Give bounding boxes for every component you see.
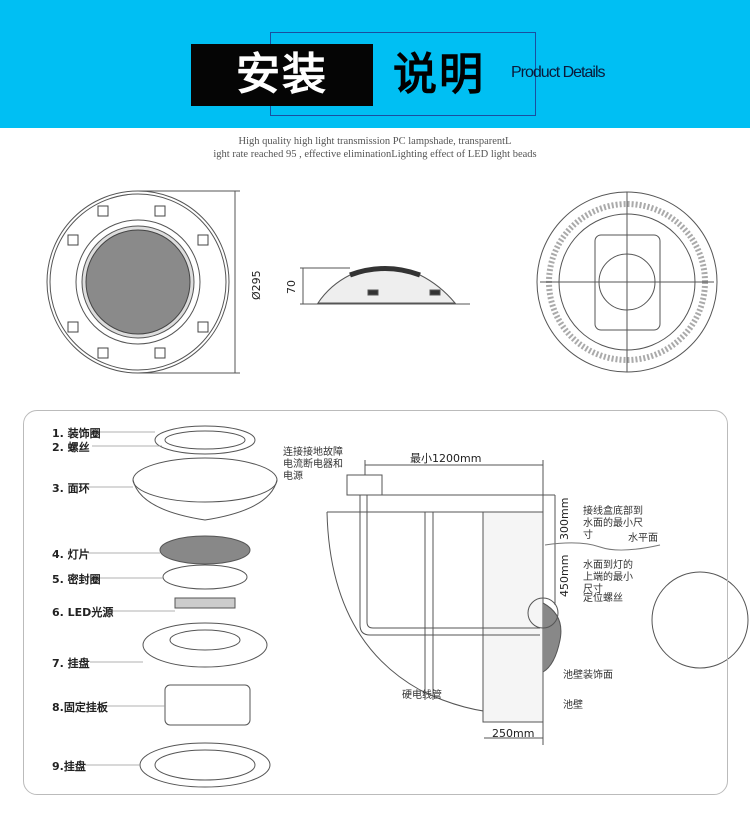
screw-label: 定位螺丝 xyxy=(583,593,623,604)
part-label-3: 3. 面环 xyxy=(52,482,90,495)
part-label-1: 1. 装饰圈 xyxy=(52,427,101,440)
header-banner xyxy=(0,0,750,128)
conduit-label: 硬电线管 xyxy=(402,690,442,701)
dim-300: 300mm xyxy=(558,497,571,540)
front-view-drawing xyxy=(46,190,240,374)
wall-face-label: 池壁装饰面 xyxy=(563,670,613,681)
side-view-drawing xyxy=(300,266,470,305)
installation-panel xyxy=(23,410,728,795)
part-label-8: 8.固定挂板 xyxy=(52,701,108,714)
part-label-9: 9.挂盘 xyxy=(52,760,86,773)
caption-line1: High quality high light transmission PC … xyxy=(238,136,512,147)
part-label-6: 6. LED光源 xyxy=(52,606,114,619)
dim-450: 450mm xyxy=(558,554,571,597)
installation-diagram xyxy=(326,460,749,745)
part-label-7: 7. 挂盘 xyxy=(52,657,90,670)
subtitle: Product Details xyxy=(511,64,605,81)
water-level-label: 水平面 xyxy=(628,533,658,544)
part-label-2: 2. 螺丝 xyxy=(52,441,90,454)
exploded-view-drawing xyxy=(85,425,278,788)
height-dimension: 70 xyxy=(285,280,298,294)
title-part1: 安装 xyxy=(236,49,328,100)
power-note: 连接接地故障电流断电器和电源 xyxy=(283,447,343,482)
part-label-5: 5. 密封圈 xyxy=(52,573,101,586)
back-view-drawing xyxy=(536,191,718,373)
min-distance-label: 最小1200mm xyxy=(410,452,482,465)
part-label-4: 4. 灯片 xyxy=(52,548,90,561)
dim-250: 250mm xyxy=(492,727,535,740)
title-part2: 说明 xyxy=(393,49,485,100)
diameter-dimension: Ø295 xyxy=(250,270,263,300)
caption-line2: ight rate reached 95 , effective elimina… xyxy=(213,149,537,160)
wall-label: 池壁 xyxy=(563,700,583,711)
d300-note: 接线盒底部到水面的最小尺寸 xyxy=(583,506,643,541)
header-black-box xyxy=(191,44,373,106)
d450-note: 水面到灯的上端的最小尺寸 xyxy=(583,560,633,595)
